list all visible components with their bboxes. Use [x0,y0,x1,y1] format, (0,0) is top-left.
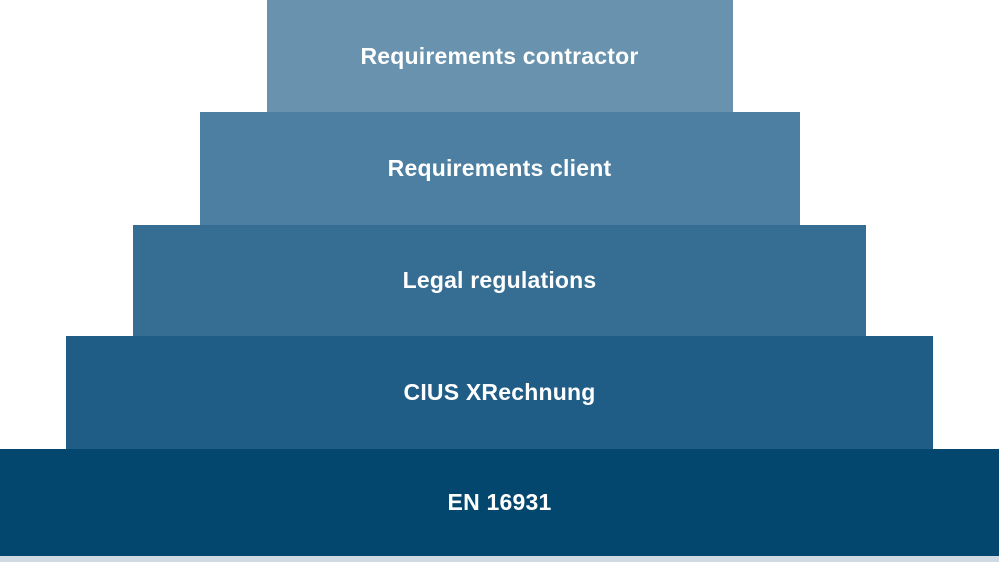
pyramid-tier-en-16931: EN 16931 [0,449,999,556]
pyramid-tier-requirements-contractor: Requirements contractor [266,0,733,112]
pyramid-tier-requirements-client: Requirements client [199,112,800,225]
tier-label-cius-xrechnung: CIUS XRechnung [403,379,596,405]
pyramid-base-strip [0,556,999,562]
tier-label-requirements-client: Requirements client [387,155,612,181]
tier-label-requirements-contractor: Requirements contractor [360,42,639,69]
tier-label-legal-regulations: Legal regulations [402,267,597,293]
tier-label-en-16931: EN 16931 [447,489,552,515]
pyramid-tier-cius-xrechnung: CIUS XRechnung [66,336,933,449]
pyramid-tier-legal-regulations: Legal regulations [133,225,866,336]
